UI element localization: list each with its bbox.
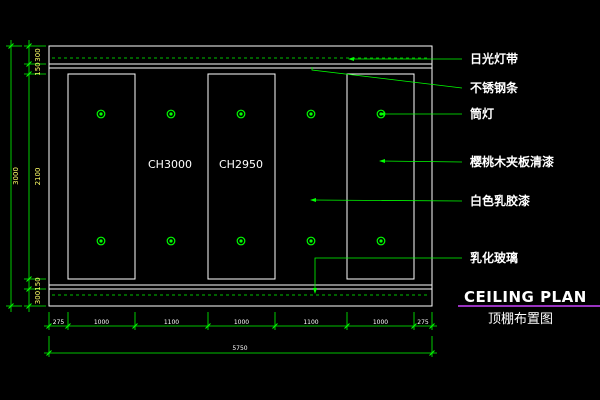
veneer-panel-1 — [67, 73, 136, 280]
left-dimension-value: 150 — [34, 277, 42, 290]
left-dimension-value: 300 — [34, 291, 42, 304]
arrow-white-latex-paint — [310, 198, 316, 202]
downlight-center-icon — [99, 112, 103, 116]
downlight-circle-icon — [96, 109, 106, 119]
label-downlight: 筒灯 — [470, 106, 494, 121]
label-fluorescent-strip: 日光灯带 — [470, 51, 518, 66]
arrow-fluorescent-strip — [348, 57, 354, 61]
dimension-tick — [26, 71, 32, 77]
arrow-downlight — [379, 112, 385, 116]
downlight-center-icon — [379, 239, 383, 243]
ceiling-height-low: CH2950 — [219, 158, 263, 171]
dimension-tick — [429, 350, 435, 356]
downlight-center-icon — [309, 112, 313, 116]
downlight-center-icon — [239, 112, 243, 116]
dimension-tick — [26, 286, 32, 292]
bottom-dimension-value: 1100 — [303, 319, 318, 326]
label-cherry-veneer: 樱桃木夹板清漆 — [470, 154, 554, 169]
left-dimension-value: 300 — [34, 48, 42, 61]
dimension-tick — [411, 323, 417, 329]
downlight-circle-icon — [236, 236, 246, 246]
downlight-center-icon — [169, 112, 173, 116]
leader-cherry-veneer — [380, 160, 463, 163]
downlight-center-icon — [309, 239, 313, 243]
dimension-tick — [46, 323, 52, 329]
dimension-tick — [272, 323, 278, 329]
total-width-value: 5750 — [232, 345, 247, 352]
downlight-circle-icon — [236, 109, 246, 119]
dimension-tick — [205, 323, 211, 329]
dimension-tick — [429, 323, 435, 329]
downlight-circle-icon — [306, 236, 316, 246]
leader-opal-glass — [314, 257, 462, 292]
downlight-center-icon — [239, 239, 243, 243]
label-white-latex-paint: 白色乳胶漆 — [470, 193, 530, 208]
dimension-tick — [26, 303, 32, 309]
title-english: CEILING PLAN — [464, 288, 587, 306]
downlights — [96, 109, 386, 246]
bottom-dimension-value: 1000 — [234, 319, 249, 326]
left-dimension-value: 2100 — [34, 168, 42, 186]
dimension-tick — [344, 323, 350, 329]
room-outline — [48, 45, 433, 307]
downlight-center-icon — [169, 239, 173, 243]
bottom-dimension-value: 275 — [53, 319, 65, 326]
left-dimension-value: 150 — [34, 62, 42, 75]
title-chinese: 顶棚布置图 — [488, 312, 553, 327]
bottom-dimension-value: 1100 — [164, 319, 179, 326]
veneer-panel-2 — [207, 73, 276, 280]
downlight-center-icon — [99, 239, 103, 243]
bottom-dimension-value: 1000 — [94, 319, 109, 326]
leader-arrows — [310, 57, 385, 294]
downlight-circle-icon — [96, 236, 106, 246]
dimension-tick — [46, 350, 52, 356]
dimension-tick — [65, 323, 71, 329]
dimension-tick — [132, 323, 138, 329]
bottom-dimension-value: 275 — [417, 319, 429, 326]
downlight-circle-icon — [376, 236, 386, 246]
dimension-tick — [8, 43, 14, 49]
downlight-circle-icon — [166, 109, 176, 119]
dimension-tick — [26, 276, 32, 282]
arrow-opal-glass — [313, 288, 317, 294]
veneer-panel-3 — [346, 73, 415, 280]
ceiling-boundary — [48, 45, 433, 307]
dimension-tick — [26, 43, 32, 49]
downlight-circle-icon — [166, 236, 176, 246]
ceiling-height-high: CH3000 — [148, 158, 192, 171]
leader-white-latex-paint — [311, 199, 463, 202]
downlight-circle-icon — [306, 109, 316, 119]
arrow-cherry-veneer — [379, 159, 385, 163]
label-opal-glass: 乳化玻璃 — [470, 250, 518, 265]
bottom-dimension-value: 1000 — [373, 319, 388, 326]
leader-stainless-strip — [311, 67, 463, 89]
dimension-tick — [26, 61, 32, 67]
leaders — [311, 58, 463, 292]
dimension-tick — [8, 303, 14, 309]
label-stainless-strip: 不锈钢条 — [470, 80, 519, 95]
fluorescent-strips — [52, 57, 430, 296]
total-height-value: 3000 — [12, 167, 20, 185]
